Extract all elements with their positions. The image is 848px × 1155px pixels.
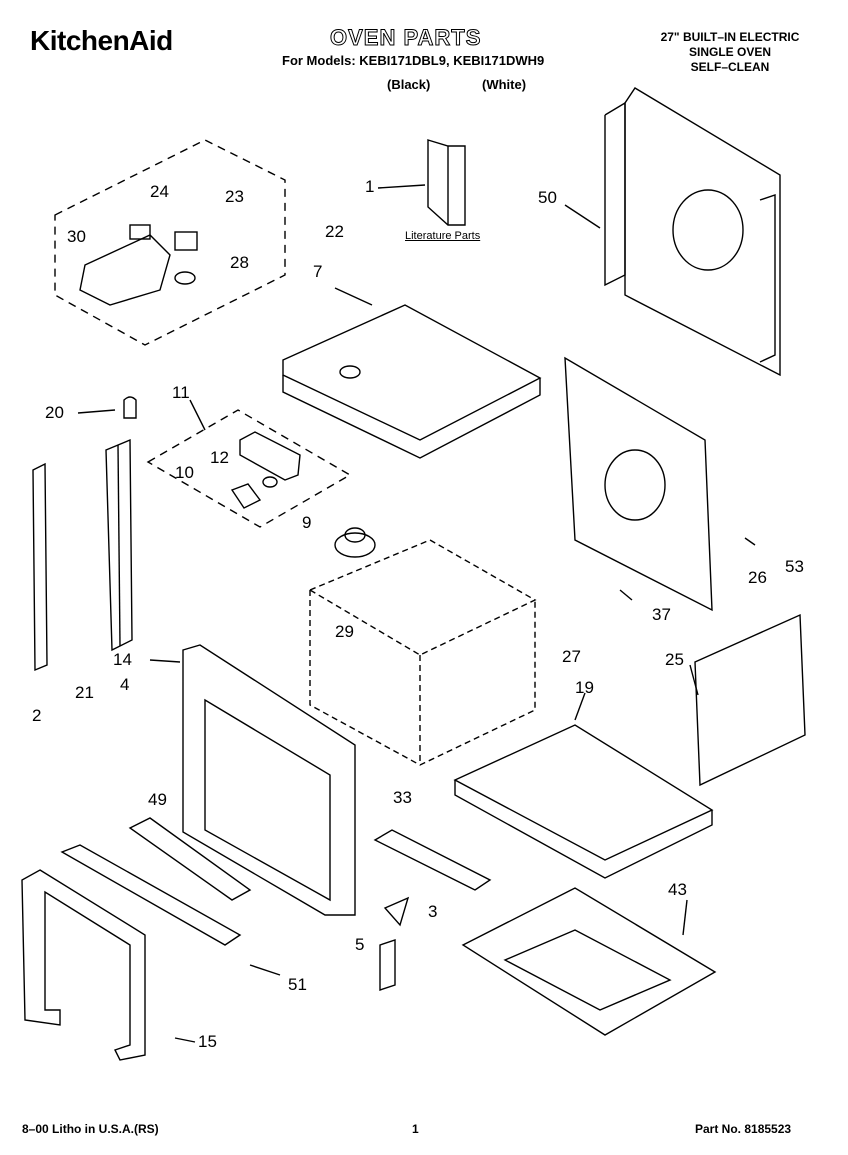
spec-line: 27" BUILT–IN ELECTRIC <box>660 30 800 44</box>
bottom-shield <box>453 724 714 861</box>
callout-9: 9 <box>302 513 312 532</box>
brand-logo: KitchenAid <box>30 25 173 56</box>
callout-49: 49 <box>148 790 167 809</box>
trim-strip <box>128 817 252 901</box>
footer-part-number: Part No. 8185523 <box>695 1122 792 1136</box>
top-panel <box>282 304 542 441</box>
callout-37: 37 <box>652 605 671 624</box>
callout-21: 21 <box>75 683 94 702</box>
callout-24: 24 <box>150 182 169 201</box>
callout-23: 23 <box>225 187 244 206</box>
back-panel-fan-opening <box>672 189 744 271</box>
callout-29: 29 <box>335 622 354 641</box>
callout-30: 30 <box>67 227 86 246</box>
callout-28: 28 <box>230 253 249 272</box>
side-trim <box>32 462 48 672</box>
callout-7: 7 <box>313 262 323 281</box>
trim-clip <box>123 396 137 419</box>
bracket <box>379 939 396 991</box>
switch-part <box>174 231 198 251</box>
spec-line: SELF–CLEAN <box>690 60 770 74</box>
variant-black: (Black) <box>387 77 431 92</box>
trim-strip <box>373 829 492 891</box>
light-housing <box>239 431 301 481</box>
callout-51: 51 <box>288 975 307 994</box>
callout-5: 5 <box>355 935 365 954</box>
callout-25: 25 <box>665 650 684 669</box>
oven-liner-top <box>308 539 537 656</box>
callout-4: 4 <box>120 675 130 694</box>
light-bulb <box>262 476 278 488</box>
grommet-part <box>174 271 196 285</box>
callout-2: 2 <box>32 706 42 725</box>
callout-26: 26 <box>748 568 767 587</box>
callout-50: 50 <box>538 188 557 207</box>
callout-33: 33 <box>393 788 412 807</box>
callout-19: 19 <box>575 678 594 697</box>
footer-litho: 8–00 Litho in U.S.A.(RS) <box>22 1122 159 1136</box>
footer-page-number: 1 <box>412 1122 419 1136</box>
callout-53: 53 <box>785 557 804 576</box>
convection-fan <box>334 532 376 558</box>
callout-12: 12 <box>210 448 229 467</box>
rear-wall <box>564 356 713 612</box>
spec-line: SINGLE OVEN <box>688 45 771 59</box>
callout-1: 1 <box>365 177 375 196</box>
light-assembly-outline <box>146 409 352 528</box>
callout-3: 3 <box>428 902 438 921</box>
callout-14: 14 <box>113 650 132 669</box>
switch-part <box>129 224 151 240</box>
spec-block: 27" BUILT–IN ELECTRIC SINGLE OVEN SELF–C… <box>650 30 810 75</box>
callout-22: 22 <box>325 222 344 241</box>
literature-label: Literature Parts <box>405 230 481 242</box>
door-gasket <box>21 869 146 1061</box>
callout-15: 15 <box>198 1032 217 1051</box>
bottom-pan <box>461 887 717 1036</box>
control-bracket <box>79 234 171 306</box>
callout-43: 43 <box>668 880 687 899</box>
literature-book <box>427 139 466 226</box>
control-assembly-outline <box>54 139 286 346</box>
page-title: OVEN PARTS <box>329 25 482 51</box>
back-panel <box>624 87 781 377</box>
front-trim <box>60 844 242 946</box>
bracket <box>383 896 410 927</box>
callout-20: 20 <box>45 403 64 422</box>
callout-11: 11 <box>172 383 190 402</box>
oven-liner-sides <box>309 590 536 766</box>
callout-10: 10 <box>175 463 194 482</box>
callout-27: 27 <box>562 647 581 666</box>
models-line: For Models: KEBI171DBL9, KEBI171DWH9 <box>282 53 545 68</box>
variant-white: (White) <box>482 77 527 92</box>
light-lens <box>230 483 262 509</box>
side-panel <box>694 613 806 787</box>
